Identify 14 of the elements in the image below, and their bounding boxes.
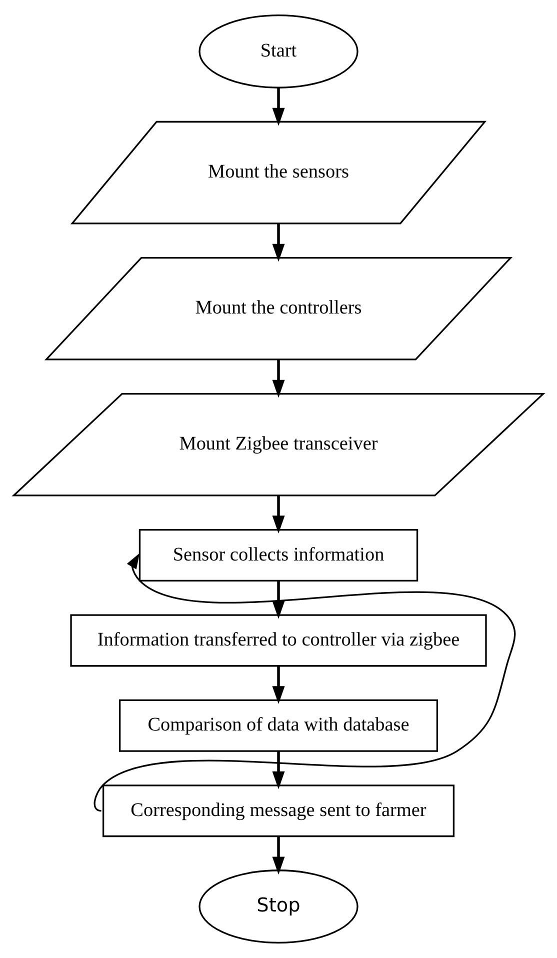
node-box: Information transferred to controller via zigbee [70,614,487,667]
node-box: Comparison of data with database [118,699,438,752]
arrow [272,666,285,704]
arrow [272,360,285,398]
arrow [272,751,285,790]
arrow [272,580,285,619]
arrow [272,88,285,126]
arrow [272,224,285,262]
node-box: Sensor collects information [138,529,418,582]
arrow [272,836,285,875]
node-ellipse: Start [198,14,358,88]
node-box: Corresponding message sent to farmer [102,784,455,838]
node-ellipse: Stop [198,870,358,944]
arrow [272,496,285,534]
